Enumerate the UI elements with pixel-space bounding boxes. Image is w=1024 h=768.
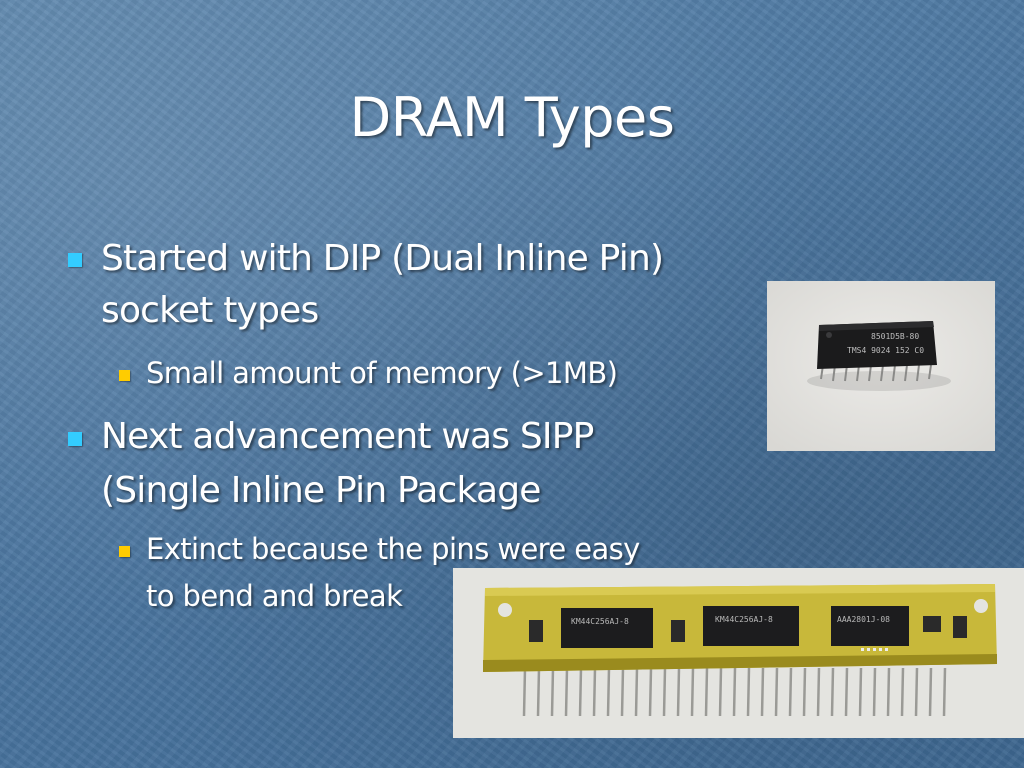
dip-marking-2: TMS4 9024 152 C0 <box>847 346 924 355</box>
sipp-chip-marking-3: AAA2801J-08 <box>837 615 890 624</box>
dip-marking-1: 8501D5B-80 <box>871 332 919 341</box>
sub-bullet-text: Small amount of memory (>1MB) <box>146 356 618 390</box>
square-bullet-icon <box>119 370 130 381</box>
square-bullet-icon <box>68 432 82 446</box>
dip-chip-image: 8501D5B-80 TMS4 9024 152 C0 <box>767 281 995 451</box>
dip-chip-photo: 8501D5B-80 TMS4 9024 152 C0 <box>767 281 995 451</box>
sipp-chip-marking-2: KM44C256AJ-8 <box>715 615 773 624</box>
sipp-module-photo: KM44C256AJ-8 KM44C256AJ-8 AAA2801J-08 <box>453 568 1024 738</box>
sipp-module-image: KM44C256AJ-8 KM44C256AJ-8 AAA2801J-08 <box>453 568 1024 738</box>
square-bullet-icon <box>68 253 82 267</box>
sub-bullet-text: to bend and break <box>146 579 403 613</box>
bullet-text: (Single Inline Pin Package <box>101 470 541 511</box>
sipp-chip-marking-1: KM44C256AJ-8 <box>571 617 629 626</box>
bullet-text: Started with DIP (Dual Inline Pin) <box>101 238 664 279</box>
bullet-text: Next advancement was SIPP <box>101 416 594 457</box>
bullet-text: socket types <box>101 290 319 331</box>
square-bullet-icon <box>119 546 130 557</box>
sipp-pins <box>522 667 947 717</box>
slide-title: DRAM Types <box>349 86 675 149</box>
sub-bullet-text: Extinct because the pins were easy <box>146 532 640 566</box>
